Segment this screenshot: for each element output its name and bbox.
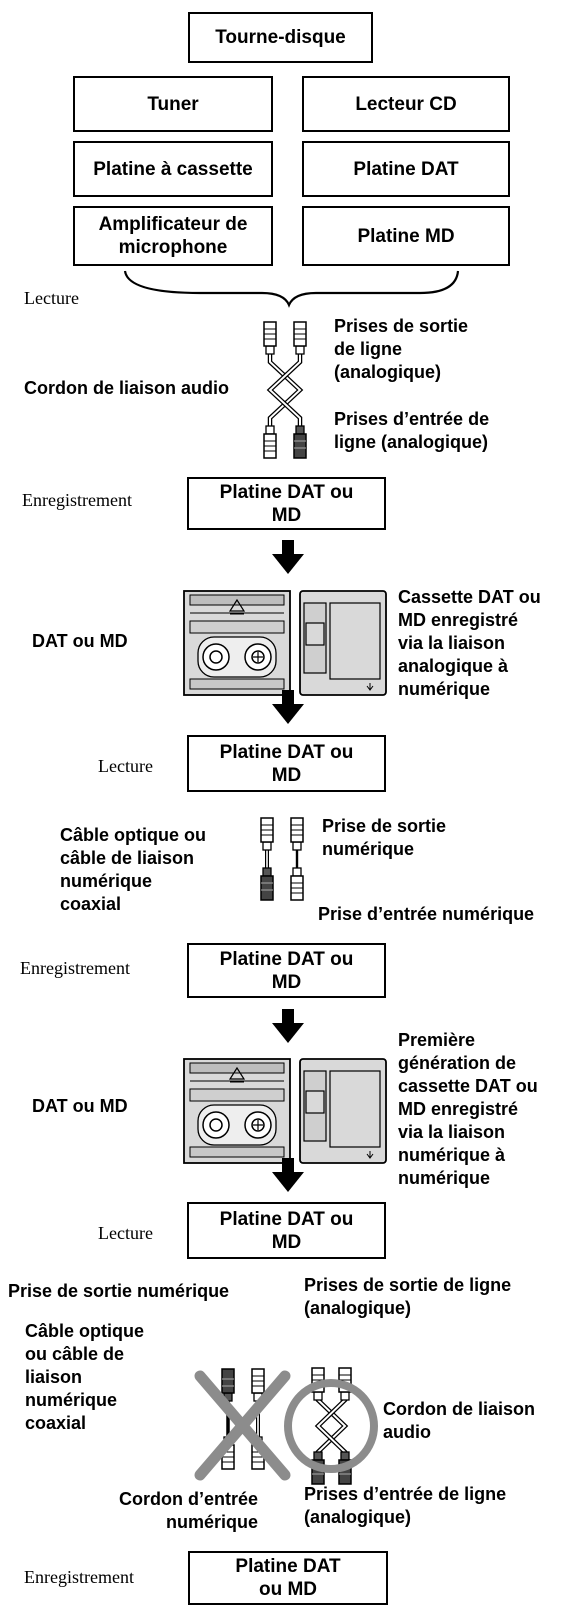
line-in-jack-label: Prises d’entrée de ligne (analogique) <box>304 1484 507 1527</box>
analog-audio-cord-2-approved <box>284 1367 378 1485</box>
line-out-jack-label: Prises de sortie de ligne (analogique) <box>304 1275 512 1318</box>
tuner-box: Tuner <box>73 76 273 132</box>
turntable-box: Tourne-disque <box>188 12 373 63</box>
digital-cable-1 <box>260 817 304 901</box>
optical-cable-label: Câble optique ou câble de liaison numéri… <box>60 825 206 914</box>
media-label: DAT ou MD <box>32 1096 128 1116</box>
playback-deck-box: Platine DAT ou MD <box>187 735 386 792</box>
analog-audio-cord-1 <box>263 321 307 459</box>
media-label: DAT ou MD <box>32 631 128 651</box>
digital-cord-crossed <box>194 1368 291 1481</box>
optical-cable-label: Câble optique ou câble de liaison numéri… <box>25 1321 145 1433</box>
record-label: Enregistrement <box>22 490 132 510</box>
playback-label: Lecture <box>98 756 153 776</box>
down-arrow <box>272 540 304 574</box>
digital-out-jack-label: Prise de sortie numérique <box>8 1281 230 1301</box>
line-in-label: Prises d’entrée de ligne (analogique) <box>334 409 490 452</box>
record-deck-box: Platine DAT ou MD <box>187 943 386 998</box>
record-deck-box: Platine DAT ou MD <box>187 477 386 530</box>
md-deck-box: Platine MD <box>302 206 510 266</box>
source-brace <box>123 270 460 308</box>
audio-cord-label: Cordon de liaison audio <box>383 1399 536 1442</box>
digital-in-label: Prise d’entrée numérique <box>318 904 535 924</box>
analog-recording-caption: Cassette DAT ou MD enregistré via la lia… <box>398 587 541 699</box>
cassette-deck-box: Platine à cassette <box>73 141 273 197</box>
record-label: Enregistrement <box>24 1567 134 1587</box>
digital-out-label: Prise de sortie numérique <box>322 816 447 859</box>
recorded-media-1 <box>183 590 387 696</box>
digital-recording-caption: Première génération de cassette DAT ou M… <box>398 1030 538 1188</box>
dat-deck-box: Platine DAT <box>302 141 510 197</box>
record-label: Enregistrement <box>20 958 130 978</box>
playback-label: Lecture <box>98 1223 153 1243</box>
playback-deck-box: Platine DAT ou MD <box>187 1202 386 1259</box>
audio-cord-label: Cordon de liaison audio <box>24 378 230 398</box>
cd-player-box: Lecteur CD <box>302 76 510 132</box>
digital-in-cord-label: Cordon d’entrée numérique <box>118 1489 258 1532</box>
record-deck-box: Platine DAT ou MD <box>188 1551 388 1605</box>
recorded-media-2 <box>183 1058 387 1164</box>
mic-amplifier-box: Amplificateur de microphone <box>73 206 273 266</box>
line-out-label: Prises de sortie de ligne (analogique) <box>334 316 469 382</box>
playback-label: Lecture <box>24 288 79 308</box>
down-arrow <box>272 1009 304 1043</box>
